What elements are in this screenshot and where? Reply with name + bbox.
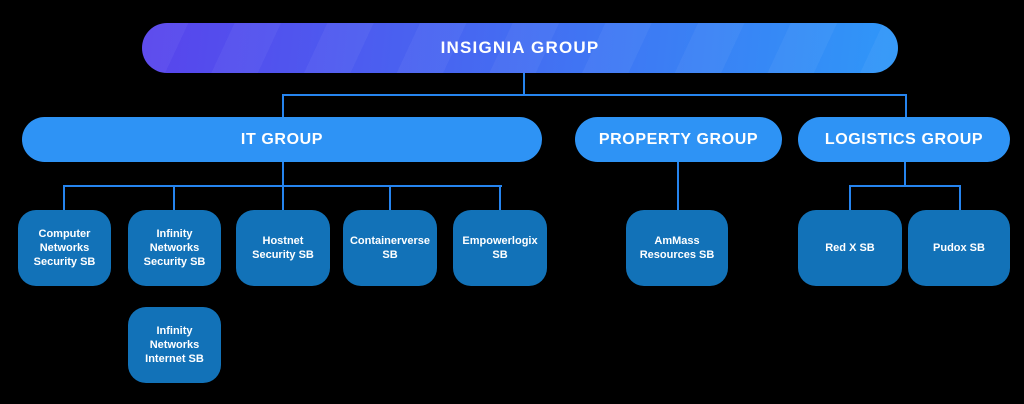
unit-node-empowerlogix-sb: Empowerlogix SB [453,210,547,286]
connector-drop-pudox [959,185,961,210]
unit-node-pudox-sb: Pudox SB [908,210,1010,286]
unit-node-red-x-sb: Red X SB [798,210,902,286]
group-node-logistics-label: LOGISTICS GROUP [824,130,984,148]
group-node-it-label: IT GROUP [240,130,324,148]
unit-node-infinity-networks-security-sb: Infinity Networks Security SB [128,210,221,286]
group-node-it: IT GROUP [22,117,542,162]
unit-label: AmMass Resources SB [639,234,715,261]
unit-label: Infinity Networks Internet SB [145,324,204,366]
connector-drop-logistics-group [905,94,907,118]
root-node-insignia-group: INSIGNIA GROUP [142,23,898,73]
unit-node-ammass-resources-sb: AmMass Resources SB [626,210,728,286]
connector-drop-redx [849,185,851,210]
connector-root-bus [282,94,907,96]
group-node-property: PROPERTY GROUP [575,117,782,162]
connector-root-stem [523,73,525,95]
unit-label: Red X SB [825,241,875,254]
unit-label: Infinity Networks Security SB [143,227,206,269]
connector-drop-unit-5 [499,185,501,211]
unit-node-hostnet-security-sb: Hostnet Security SB [236,210,330,286]
unit-label: Computer Networks Security SB [33,227,96,269]
unit-label: Empowerlogix SB [462,234,538,261]
connector-logistics-bus [849,185,961,187]
connector-drop-unit-4 [389,185,391,211]
unit-label: Pudox SB [933,241,985,254]
connector-property-stem [677,162,679,210]
unit-node-containerverse-sb: Containerverse SB [343,210,437,286]
unit-label: Hostnet Security SB [252,234,314,261]
connector-logistics-stem [904,162,906,186]
group-node-logistics: LOGISTICS GROUP [798,117,1010,162]
root-node-label: INSIGNIA GROUP [440,38,600,57]
unit-node-computer-networks-security-sb: Computer Networks Security SB [18,210,111,286]
unit-label: Containerverse SB [349,234,431,261]
connector-drop-unit-1 [63,185,65,211]
connector-drop-unit-2 [173,185,175,211]
connector-drop-unit-3 [282,185,284,211]
connector-drop-it-group [282,94,284,118]
group-node-property-label: PROPERTY GROUP [598,130,759,148]
unit-node-infinity-networks-internet-sb: Infinity Networks Internet SB [128,307,221,383]
connector-it-stem [282,162,284,186]
